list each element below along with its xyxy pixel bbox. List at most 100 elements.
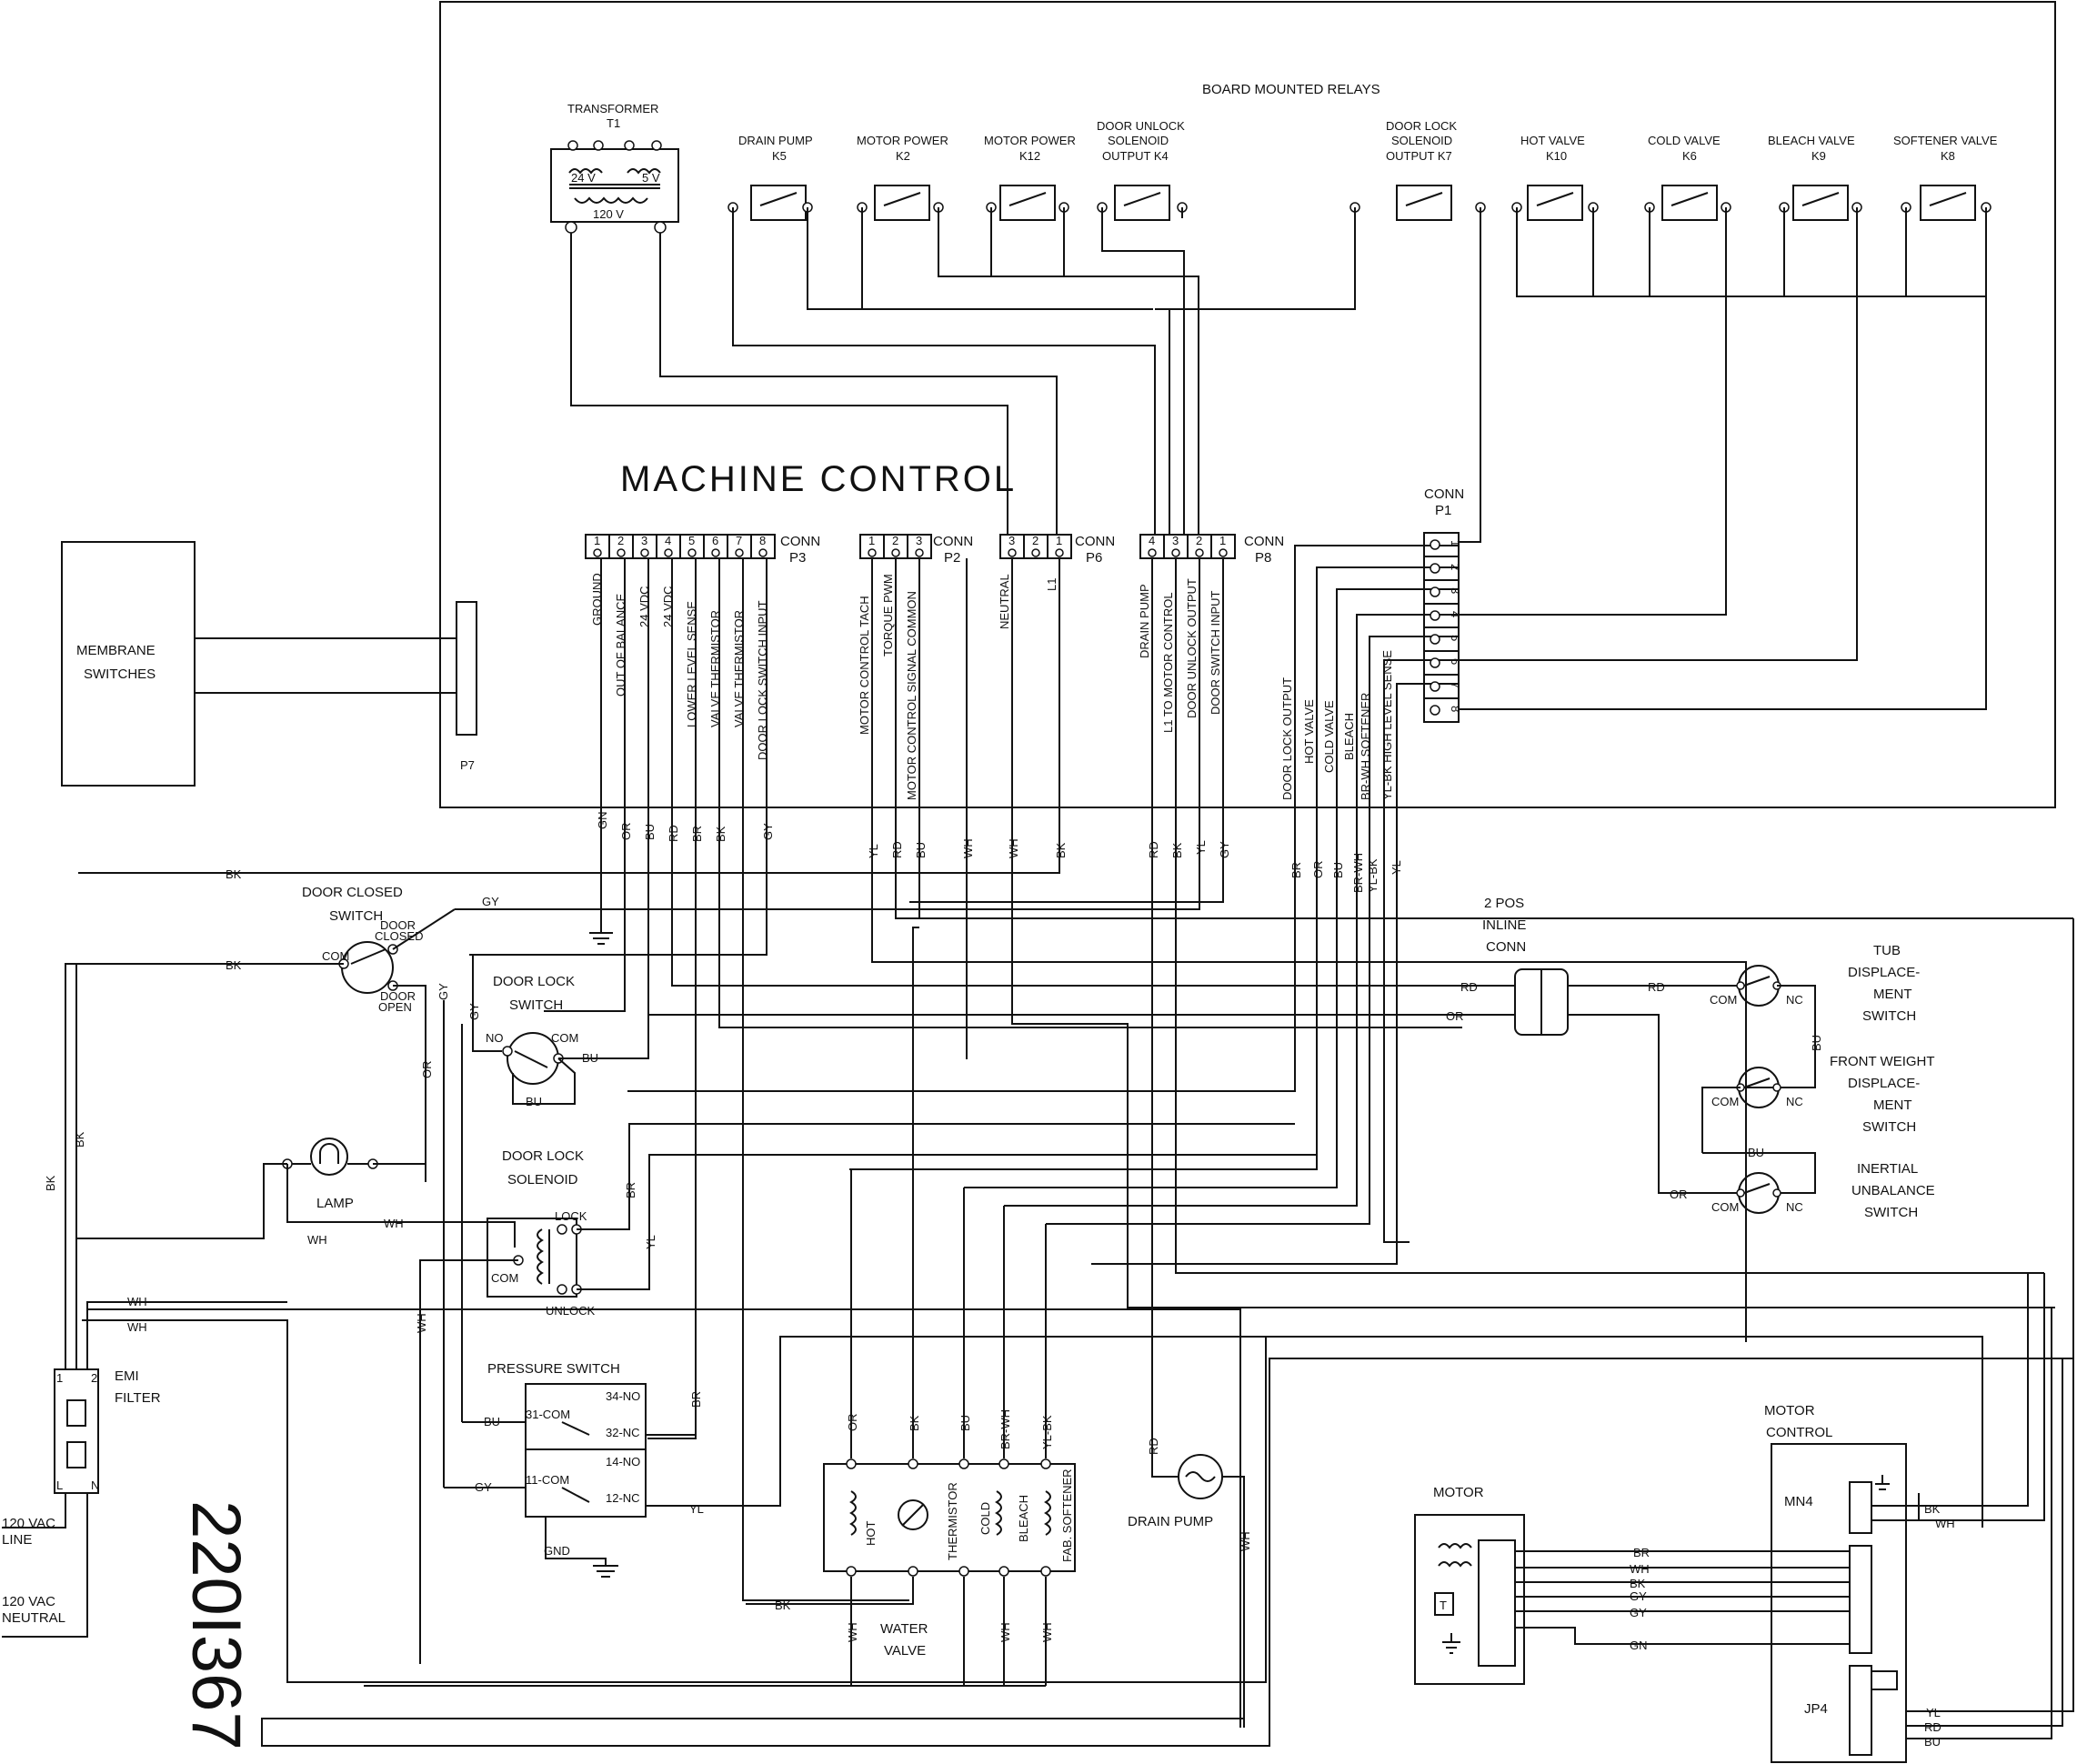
svg-text:5: 5: [688, 534, 695, 547]
svg-text:SWITCH: SWITCH: [1862, 1119, 1916, 1135]
svg-text:JP4: JP4: [1804, 1701, 1828, 1717]
svg-text:COLD: COLD: [978, 1502, 992, 1535]
svg-text:BLEACH: BLEACH: [1017, 1495, 1030, 1542]
svg-text:BR: BR: [624, 1182, 637, 1198]
svg-text:K6: K6: [1682, 149, 1697, 163]
relay-k12: MOTOR POWER K12: [984, 134, 1076, 221]
svg-text:4: 4: [1149, 534, 1155, 547]
svg-text:NEUTRAL: NEUTRAL: [998, 574, 1011, 629]
connector-p8: 4 3 2 1 CONN P8 DRAIN PUMP L1 TO MOTOR C…: [1138, 534, 1284, 733]
svg-text:BK: BK: [1054, 842, 1068, 858]
svg-text:COM: COM: [1711, 1200, 1739, 1214]
svg-text:P3: P3: [789, 550, 806, 566]
svg-text:WH: WH: [127, 1320, 147, 1334]
tub-displacement-switch: COM NC BU TUB DISPLACE- MENT SWITCH: [1701, 943, 1920, 1153]
relay-k6: COLD VALVE K6: [1644, 134, 1731, 221]
svg-text:LOCK: LOCK: [555, 1209, 587, 1223]
relay-k2: MOTOR POWER K2: [857, 134, 948, 221]
svg-text:OUTPUT K7: OUTPUT K7: [1386, 149, 1452, 163]
transformer-t1: TRANSFORMER T1 24 V 5 V 120 V: [550, 102, 679, 234]
svg-text:COM: COM: [322, 949, 349, 963]
svg-text:3: 3: [916, 534, 922, 547]
board-internal-wiring: [570, 207, 1987, 807]
svg-text:1: 1: [868, 534, 875, 547]
machine-control-title: MACHINE CONTROL: [620, 459, 1017, 499]
svg-text:K9: K9: [1811, 149, 1826, 163]
svg-text:2 POS: 2 POS: [1484, 896, 1524, 911]
emi-filter: EMI FILTER 1 2 L N WH WH BK BK: [2, 963, 1267, 1728]
svg-text:THERMISTOR: THERMISTOR: [946, 1482, 959, 1560]
svg-text:DOOR LOCK: DOOR LOCK: [1386, 119, 1457, 133]
svg-text:BK: BK: [775, 1599, 791, 1612]
svg-text:CONN: CONN: [1486, 939, 1526, 955]
svg-text:BU: BU: [1748, 1146, 1764, 1159]
svg-text:BU: BU: [1924, 1735, 1941, 1749]
lamp: LAMP WH WH: [76, 1138, 516, 1248]
svg-text:1: 1: [1219, 534, 1226, 547]
svg-text:SWITCH: SWITCH: [1864, 1205, 1918, 1220]
svg-text:COLD VALVE: COLD VALVE: [1648, 134, 1721, 147]
svg-text:RD: RD: [667, 825, 680, 842]
svg-text:5 V: 5 V: [642, 171, 660, 185]
svg-text:NC: NC: [1786, 993, 1803, 1007]
svg-text:1: 1: [594, 534, 600, 547]
svg-text:MOTOR: MOTOR: [1764, 1403, 1815, 1418]
svg-text:WH: WH: [998, 1622, 1012, 1642]
pressure-switch: PRESSURE SWITCH 34-NO 31-COM 32-NC 14-NO…: [443, 1000, 1983, 1578]
svg-text:P6: P6: [1086, 550, 1102, 566]
svg-text:GY: GY: [475, 1480, 492, 1494]
svg-text:BLEACH VALVE: BLEACH VALVE: [1768, 134, 1855, 147]
svg-text:BK: BK: [1170, 842, 1184, 858]
svg-text:YL-BK: YL-BK: [1040, 1415, 1054, 1449]
svg-text:31-COM: 31-COM: [526, 1408, 570, 1421]
svg-text:TORQUE PWM: TORQUE PWM: [881, 574, 895, 656]
drain-pump: DRAIN PUMP RD WH: [261, 1358, 2073, 1747]
svg-text:OR: OR: [846, 1414, 859, 1432]
svg-text:6: 6: [1449, 658, 1462, 665]
motor-control: MOTOR CONTROL MN4 JP4 BK WH YL RD BU: [1764, 918, 2074, 1763]
svg-text:BLEACH: BLEACH: [1342, 713, 1356, 760]
svg-text:GND: GND: [544, 1544, 570, 1558]
svg-text:OPEN: OPEN: [378, 1000, 412, 1014]
svg-text:OR: OR: [1446, 1009, 1464, 1023]
svg-text:YL: YL: [1390, 860, 1403, 875]
svg-text:32-NC: 32-NC: [606, 1426, 640, 1439]
svg-text:BK: BK: [908, 1415, 921, 1431]
svg-text:RD: RD: [1924, 1720, 1941, 1734]
svg-text:WH: WH: [415, 1313, 428, 1333]
svg-text:12-NC: 12-NC: [606, 1491, 640, 1505]
svg-text:GY: GY: [482, 895, 499, 908]
svg-text:RD: RD: [1648, 980, 1665, 994]
svg-text:OUTPUT K4: OUTPUT K4: [1102, 149, 1169, 163]
svg-text:DOOR UNLOCK OUTPUT: DOOR UNLOCK OUTPUT: [1185, 578, 1199, 718]
svg-text:NEUTRAL: NEUTRAL: [2, 1610, 65, 1626]
svg-text:CONN: CONN: [1424, 486, 1464, 502]
svg-text:DOOR LOCK: DOOR LOCK: [493, 974, 575, 989]
svg-text:5: 5: [1449, 635, 1462, 641]
relay-k9: BLEACH VALVE K9: [1768, 134, 1862, 221]
svg-text:GY: GY: [436, 983, 450, 1000]
svg-text:K2: K2: [896, 149, 910, 163]
svg-text:K5: K5: [772, 149, 787, 163]
svg-text:4: 4: [1449, 611, 1462, 617]
svg-text:CONN: CONN: [1244, 534, 1284, 549]
svg-text:K12: K12: [1019, 149, 1040, 163]
svg-text:BU: BU: [526, 1095, 542, 1108]
svg-text:120 V: 120 V: [593, 207, 624, 221]
svg-text:TRANSFORMER: TRANSFORMER: [567, 102, 658, 115]
svg-text:WH: WH: [307, 1233, 327, 1247]
svg-text:GY: GY: [1630, 1606, 1647, 1619]
svg-text:6: 6: [712, 534, 718, 547]
motor: MOTOR T BR WH BK GY GY GN: [1414, 1485, 1850, 1685]
svg-text:LINE: LINE: [2, 1532, 32, 1548]
svg-text:DOOR SWITCH INPUT: DOOR SWITCH INPUT: [1209, 590, 1222, 715]
svg-text:SWITCH: SWITCH: [1862, 1008, 1916, 1024]
svg-text:PRESSURE SWITCH: PRESSURE SWITCH: [487, 1361, 620, 1377]
svg-text:OR: OR: [1311, 861, 1325, 879]
svg-text:7: 7: [1449, 682, 1462, 688]
svg-text:SOFTENER VALVE: SOFTENER VALVE: [1893, 134, 1998, 147]
svg-text:BK: BK: [226, 867, 242, 881]
connector-p6: 3 2 1 CONN P6 NEUTRAL L1: [998, 534, 1115, 629]
svg-text:BR-WH SOFTENER: BR-WH SOFTENER: [1359, 693, 1372, 800]
svg-text:P7: P7: [460, 758, 475, 772]
